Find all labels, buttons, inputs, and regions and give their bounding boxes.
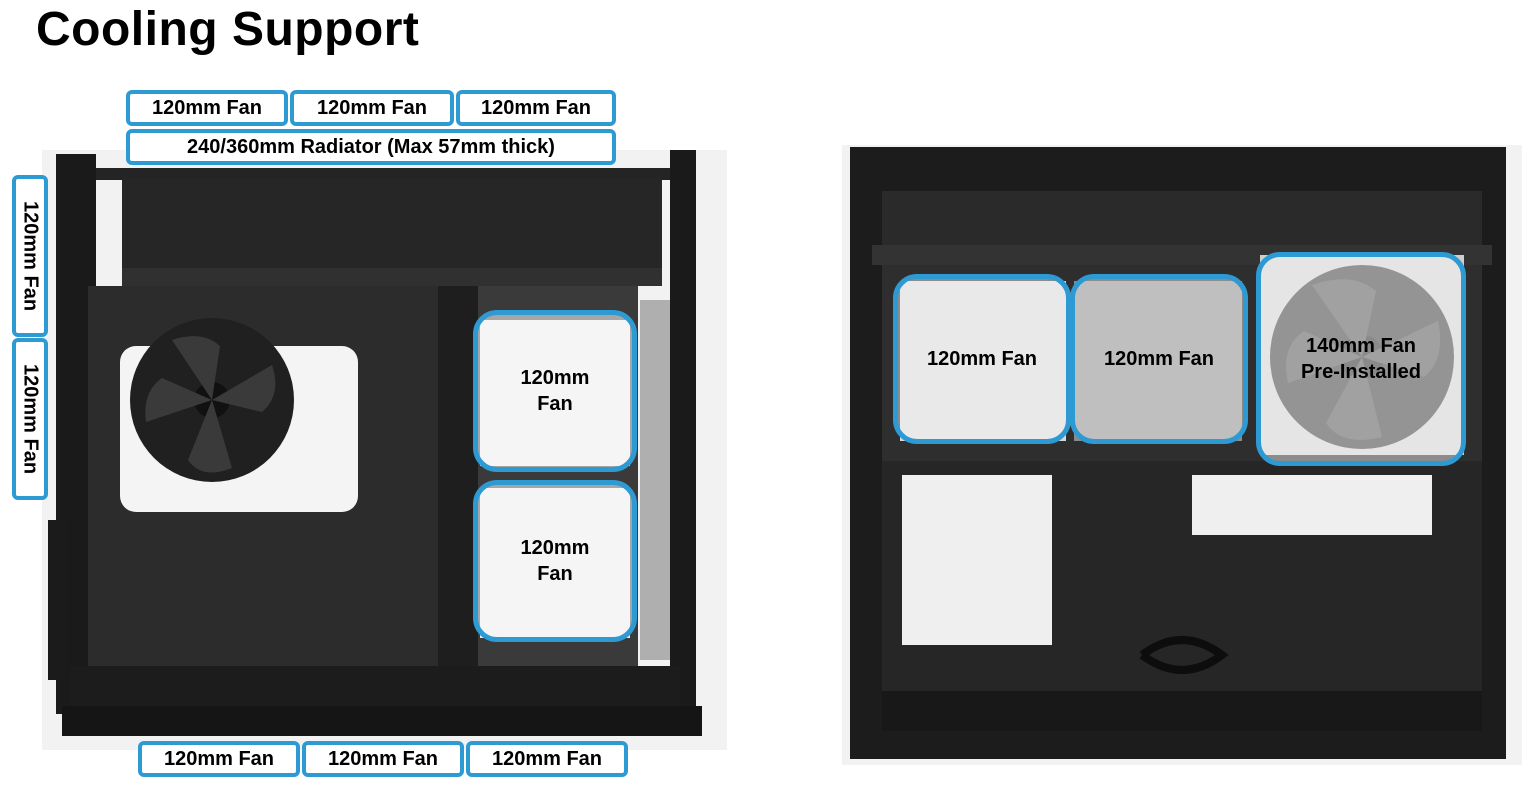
right-zone-2-line1: 120mm Fan: [1103, 348, 1215, 370]
left-fan-zone-upper: 120mm Fan: [473, 310, 637, 472]
left-zone-lower-line1: 120mm: [520, 537, 590, 559]
side-fan-label-1: 120mm Fan: [12, 175, 48, 337]
right-case-image: [842, 145, 1522, 765]
right-zone-3-line2: Pre-Installed: [1300, 361, 1422, 383]
right-fan-zone-2: 120mm Fan: [1070, 274, 1248, 444]
left-zone-upper-line1: 120mm: [520, 367, 590, 389]
left-fan-zone-lower: 120mm Fan: [473, 480, 637, 642]
top-fan-label-3: 120mm Fan: [456, 90, 616, 126]
side-fan-label-1-text: 120mm Fan: [19, 200, 42, 312]
left-zone-upper-line2: Fan: [537, 393, 573, 415]
top-fan-label-2: 120mm Fan: [290, 90, 454, 126]
right-zone-1-line1: 120mm Fan: [926, 348, 1038, 370]
bottom-fan-label-2: 120mm Fan: [302, 741, 464, 777]
bottom-fan-label-1: 120mm Fan: [138, 741, 300, 777]
page-title: Cooling Support: [36, 3, 420, 56]
side-fan-label-2-text: 120mm Fan: [19, 363, 42, 475]
left-case-image: [42, 150, 727, 750]
right-fan-zone-3: 140mm Fan Pre-Installed: [1256, 252, 1466, 466]
left-zone-lower-line2: Fan: [537, 563, 573, 585]
radiator-label: 240/360mm Radiator (Max 57mm thick): [126, 129, 616, 165]
side-fan-label-2: 120mm Fan: [12, 338, 48, 500]
bottom-fan-label-3: 120mm Fan: [466, 741, 628, 777]
right-fan-zone-1: 120mm Fan: [893, 274, 1071, 444]
top-fan-label-1: 120mm Fan: [126, 90, 288, 126]
right-zone-3-line1: 140mm Fan: [1305, 335, 1417, 357]
